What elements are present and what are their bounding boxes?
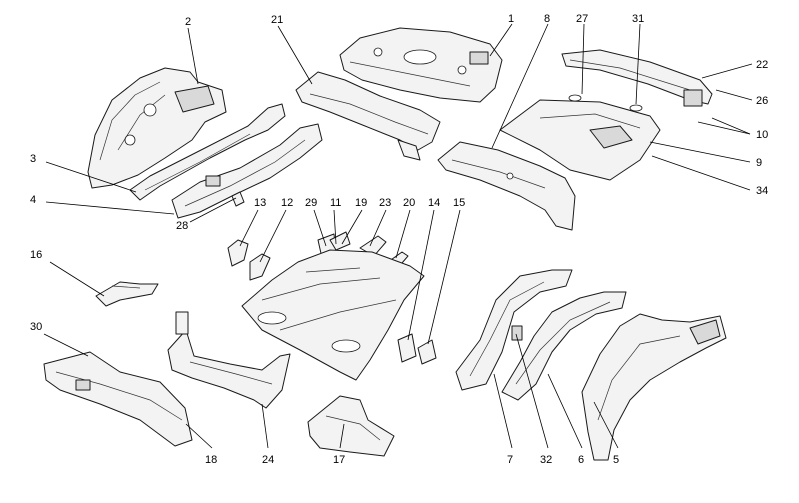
callout-5: 5 [613, 454, 619, 466]
part-14-bracket [397, 333, 417, 363]
callout-28: 30 [30, 321, 42, 333]
callout-23: 23 [379, 197, 391, 209]
callout-18: 18 [205, 454, 217, 466]
callout-7: 7 [507, 454, 513, 466]
part-17-bracket [307, 395, 395, 457]
callout-17: 17 [333, 454, 345, 466]
callout-31: 29 [305, 197, 317, 209]
part-5-outer-wheelhouse [581, 313, 727, 461]
part-8-rear-crossmember [437, 141, 576, 231]
part-24-crossmember [167, 311, 291, 409]
part-6-inner-wheelhouse [501, 291, 627, 401]
part-12-bracket [249, 253, 271, 281]
leader-lines [43, 23, 753, 449]
callout-12: 12 [281, 197, 293, 209]
part-18-rear-panel [43, 351, 193, 447]
callout-19: 19 [355, 197, 367, 209]
callout-10: 10 [756, 129, 768, 141]
callout-22: 21 [271, 14, 283, 26]
callout-27: 27 [576, 13, 588, 25]
part-3-side-rail [129, 103, 286, 201]
part-9-spare-wheel-well [499, 94, 661, 181]
callout-20: 20 [403, 197, 415, 209]
part-22-crossmember [295, 71, 441, 161]
callout-1: 1 [508, 13, 514, 25]
part-4-lower-member [171, 123, 323, 219]
part-2-wheelhouse-panel [87, 67, 227, 189]
part-29-clip [231, 191, 245, 207]
callout-4: 4 [30, 194, 36, 206]
callout-6: 6 [578, 454, 584, 466]
callout-32: 31 [632, 13, 644, 25]
callout-14: 14 [428, 197, 440, 209]
callout-29: 28 [176, 220, 188, 232]
callout-2: 2 [185, 16, 191, 28]
callout-15: 15 [453, 197, 465, 209]
callout-21: 22 [756, 59, 768, 71]
callout-13: 13 [254, 197, 266, 209]
callout-16: 16 [30, 249, 42, 261]
part-16-bracket [95, 281, 159, 307]
callout-3: 3 [30, 153, 36, 165]
part-1-parcel-shelf [339, 27, 503, 103]
callout-11: 11 [330, 197, 341, 209]
part-7-side-member [455, 269, 573, 391]
callout-26: 26 [756, 95, 768, 107]
callout-9: 9 [756, 157, 762, 169]
part-11-bracket [329, 231, 351, 251]
part-15-bracket [417, 339, 437, 365]
callout-30: 32 [540, 454, 552, 466]
callout-34: 34 [756, 185, 768, 197]
callout-8: 8 [544, 13, 550, 25]
callout-labels: 2 21 1 8 27 31 22 26 10 9 34 3 4 28 13 1… [30, 13, 768, 466]
rear-floor-pan [241, 249, 425, 381]
part-13-bracket [227, 239, 249, 267]
callout-24: 24 [262, 454, 274, 466]
